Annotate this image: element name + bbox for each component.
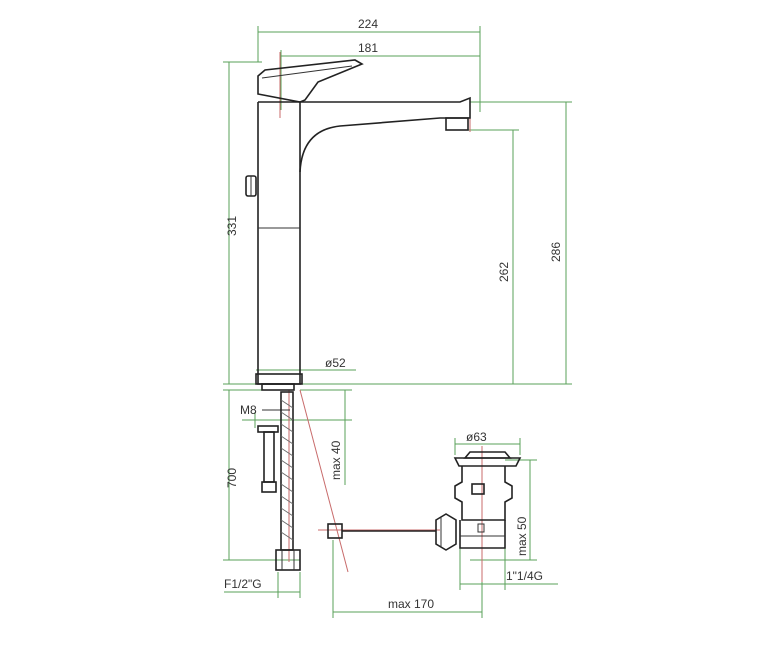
pop-up-waste (435, 451, 522, 551)
label-base-diameter: ø52 (325, 356, 346, 370)
faucet-body (245, 59, 471, 391)
label-max-170: max 170 (388, 597, 434, 611)
label-spout-top-height: 286 (549, 242, 563, 262)
label-total-width: 224 (358, 17, 378, 31)
label-waste-thread: 1"1/4G (506, 569, 543, 583)
label-hose-connection: F1/2"G (224, 577, 262, 591)
label-max-40: max 40 (329, 440, 343, 480)
dimension-lines (223, 26, 572, 618)
guide-lines (279, 52, 483, 582)
label-waste-diameter: ø63 (466, 430, 487, 444)
label-max-50: max 50 (515, 516, 529, 556)
label-outlet-height: 262 (497, 262, 511, 282)
dimension-labels: 224 181 331 262 286 ø52 M8 700 max 40 F1… (224, 17, 563, 611)
supply-hoses (257, 391, 436, 571)
label-supply-length: 700 (225, 468, 239, 488)
label-stud-thread: M8 (240, 403, 257, 417)
label-total-height: 331 (225, 216, 239, 236)
label-spout-reach: 181 (358, 41, 378, 55)
